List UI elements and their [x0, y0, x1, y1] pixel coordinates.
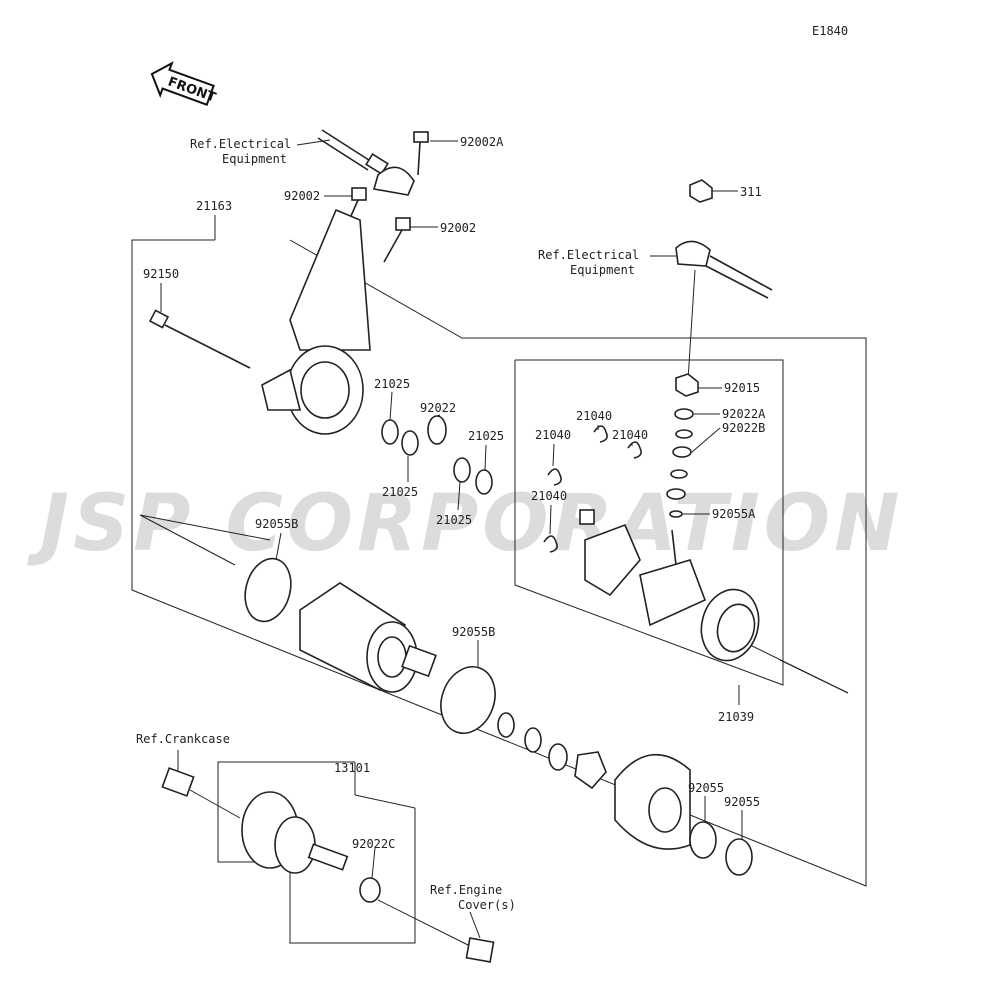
washer-92022A — [674, 408, 694, 420]
label-ref-electrical-2b: Equipment — [570, 263, 635, 277]
label-21040-b: 21040 — [535, 428, 571, 442]
watermark: JSP CORPORATION — [27, 479, 903, 569]
label-92002A: 92002A — [460, 135, 504, 149]
collar-engine-cover — [465, 937, 495, 963]
brush-assembly-21039 — [639, 529, 760, 662]
washer-21025-c — [453, 457, 471, 483]
nut-311 — [689, 179, 713, 203]
brush-holder-plate — [579, 509, 641, 597]
washer-c — [666, 488, 686, 500]
washer-21025-d — [475, 469, 493, 495]
label-21025-d: 21025 — [436, 513, 472, 527]
label-92055B-b: 92055B — [452, 625, 495, 639]
label-ref-engine-b: Cover(s) — [458, 898, 516, 912]
frame-21163 — [131, 239, 867, 887]
washer-small-b — [524, 727, 542, 753]
bolt-92002A — [413, 131, 429, 176]
label-21025-c: 21025 — [382, 485, 418, 499]
label-92150: 92150 — [143, 267, 179, 281]
planet-carrier — [574, 751, 607, 790]
o-ring-92055-a — [689, 821, 717, 859]
washer-small-a — [497, 712, 515, 738]
washer-21025-b — [401, 430, 419, 456]
label-21039: 21039 — [718, 710, 754, 724]
label-21025-a: 21025 — [374, 377, 410, 391]
washer-b — [670, 469, 688, 479]
collar-crankcase — [161, 767, 195, 797]
end-cover-21163 — [261, 208, 371, 435]
label-21040-a: 21040 — [576, 409, 612, 423]
label-92055-a: 92055 — [688, 781, 724, 795]
label-ref-electrical-1: Ref.Electrical — [190, 137, 291, 151]
washer-92022 — [427, 415, 447, 445]
washer-21025-a — [381, 419, 399, 445]
frame-21039 — [514, 359, 784, 686]
label-21040-c: 21040 — [612, 428, 648, 442]
label-92002-a: 92002 — [284, 189, 320, 203]
label-ref-engine: Ref.Engine — [430, 883, 502, 897]
label-ref-crankcase: Ref.Crankcase — [136, 732, 230, 746]
label-92055A: 92055A — [712, 507, 756, 521]
cable-ref-electrical-1 — [317, 129, 415, 196]
spring-21040-b — [593, 425, 608, 443]
label-92022A: 92022A — [722, 407, 766, 421]
label-21040-d: 21040 — [531, 489, 567, 503]
label-92015: 92015 — [724, 381, 760, 395]
label-21025-b: 21025 — [468, 429, 504, 443]
washer-92022C — [359, 877, 381, 903]
label-92022C: 92022C — [352, 837, 395, 851]
o-ring-92055A — [669, 510, 683, 518]
bolt-92002-b — [383, 217, 411, 263]
cable-ref-electrical-2 — [675, 240, 773, 299]
o-ring-92055B-b — [440, 666, 496, 734]
front-arrow-icon: FRONT — [150, 61, 218, 106]
label-92022: 92022 — [420, 401, 456, 415]
washer-92022B — [672, 446, 692, 458]
washer-a — [675, 429, 693, 439]
label-311: 311 — [740, 185, 762, 199]
spring-21040-a — [547, 468, 562, 486]
label-ref-electrical-2: Ref.Electrical — [538, 248, 639, 262]
front-cover — [614, 754, 691, 850]
o-ring-92055-b — [725, 838, 753, 876]
nut-92015 — [675, 373, 699, 397]
long-bolt-92150 — [148, 309, 251, 369]
starter-clutch-13101 — [241, 791, 349, 874]
washer-small-c — [548, 743, 568, 771]
label-92002-b: 92002 — [440, 221, 476, 235]
label-92055-b: 92055 — [724, 795, 760, 809]
label-92055B-a: 92055B — [255, 517, 298, 531]
label-13101: 13101 — [334, 761, 370, 775]
spring-21040-d — [543, 535, 558, 553]
label-92022B: 92022B — [722, 421, 765, 435]
armature-yoke — [299, 582, 437, 693]
spring-21040-c — [627, 441, 642, 459]
label-21163: 21163 — [196, 199, 232, 213]
label-ref-electrical-1b: Equipment — [222, 152, 287, 166]
diagram-code: E1840 — [812, 24, 848, 38]
